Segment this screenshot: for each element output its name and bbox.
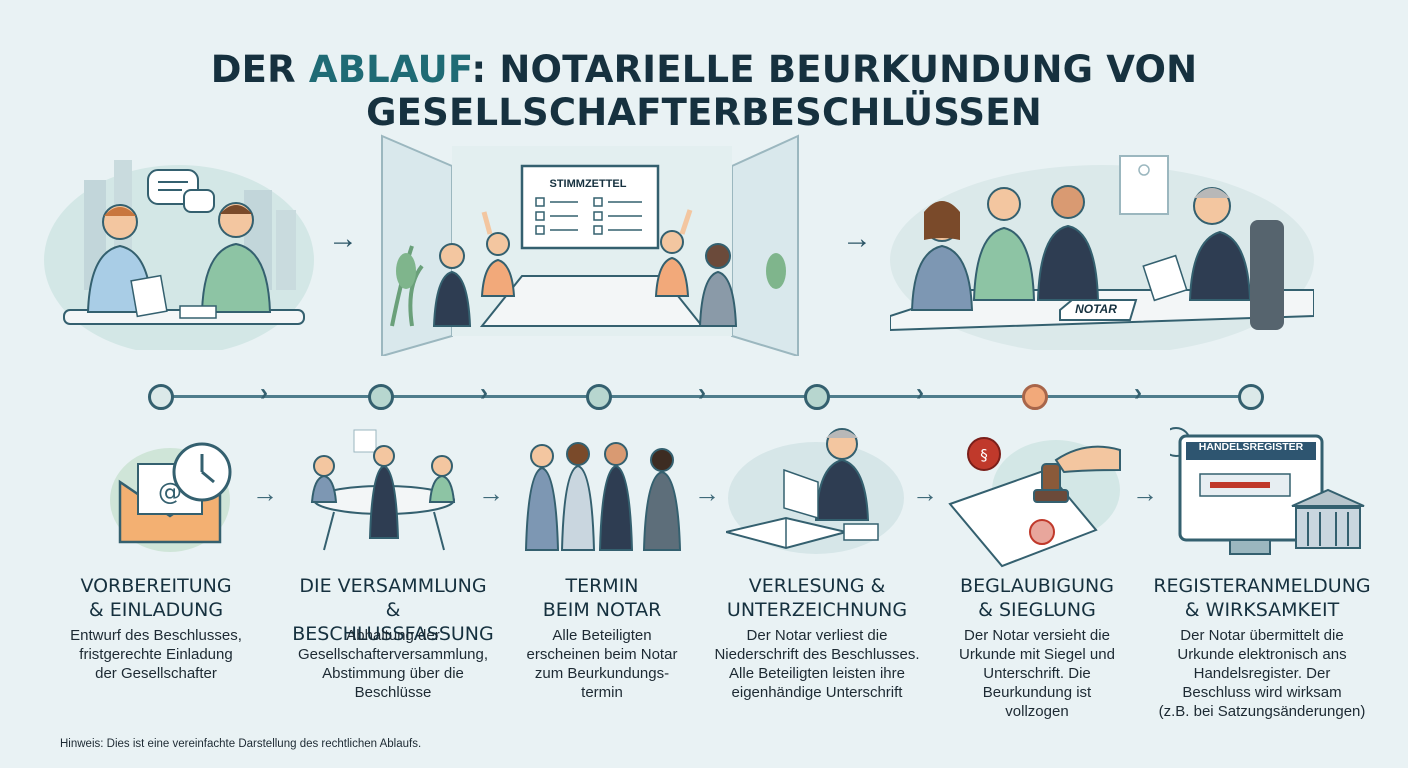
- step-5-title: BEGLAUBIGUNG& SIEGLUNG: [960, 575, 1114, 621]
- page-title: DER ABLAUF: NOTARIELLE BEURKUNDUNG VON G…: [210, 48, 1198, 134]
- arrow-icon: →: [252, 478, 278, 508]
- timeline-node: [586, 384, 612, 410]
- step-1-title: VORBEREITUNG& EINLADUNG: [80, 575, 232, 621]
- step-1-description: Entwurf des Beschlusses,fristgerechte Ei…: [70, 627, 242, 682]
- step-2-illustration: [294, 420, 474, 570]
- timeline-line: [160, 395, 1256, 398]
- step-5-illustration: §: [946, 420, 1126, 570]
- timeline-node: [148, 384, 174, 410]
- arrow-icon: →: [912, 478, 938, 508]
- timeline-arrow-icon: ›: [260, 379, 268, 406]
- timeline-arrow-icon: ›: [480, 379, 488, 406]
- step-3-illustration: [516, 420, 696, 570]
- voting-board-label: STIMMZETTEL: [549, 178, 627, 190]
- timeline-arrow-icon: ›: [1134, 379, 1142, 406]
- scene-preparation: [44, 140, 314, 350]
- timeline-node: [1238, 384, 1264, 410]
- step-1-illustration: @: [100, 420, 280, 570]
- register-screen-label: HANDELSREGISTER: [1198, 441, 1304, 453]
- step-2-title: DIE VERSAMMLUNG& BESCHLUSSFASSUNG: [292, 575, 494, 645]
- arrow-icon: →: [478, 478, 504, 508]
- scene-notary-office: [890, 140, 1314, 350]
- arrow-icon: →: [842, 222, 872, 255]
- notary-sign-label: NOTAR: [1075, 302, 1117, 316]
- arrow-icon: →: [328, 222, 358, 255]
- timeline-node: [1022, 384, 1048, 410]
- arrow-icon: →: [1132, 478, 1158, 508]
- step-4-illustration: [725, 420, 906, 570]
- disclaimer-note: Hinweis: Dies ist eine vereinfachte Dars…: [60, 738, 422, 750]
- timeline-arrow-icon: ›: [916, 379, 924, 406]
- step-6-illustration: [1161, 420, 1370, 570]
- timeline: › › › › ›: [148, 379, 1268, 412]
- timeline-node: [368, 384, 394, 410]
- timeline-arrow-icon: ›: [698, 379, 706, 406]
- svg-text:§: §: [980, 446, 988, 464]
- arrow-icon: →: [694, 478, 720, 508]
- timeline-node: [804, 384, 830, 410]
- scene-meeting: [372, 126, 808, 356]
- step-6-title: REGISTERANMELDUNG& WIRKSAMKEIT: [1153, 575, 1371, 621]
- step-4-title: VERLESUNG &UNTERZEICHNUNG: [726, 575, 908, 621]
- title-accent: ABLAUF: [308, 48, 472, 91]
